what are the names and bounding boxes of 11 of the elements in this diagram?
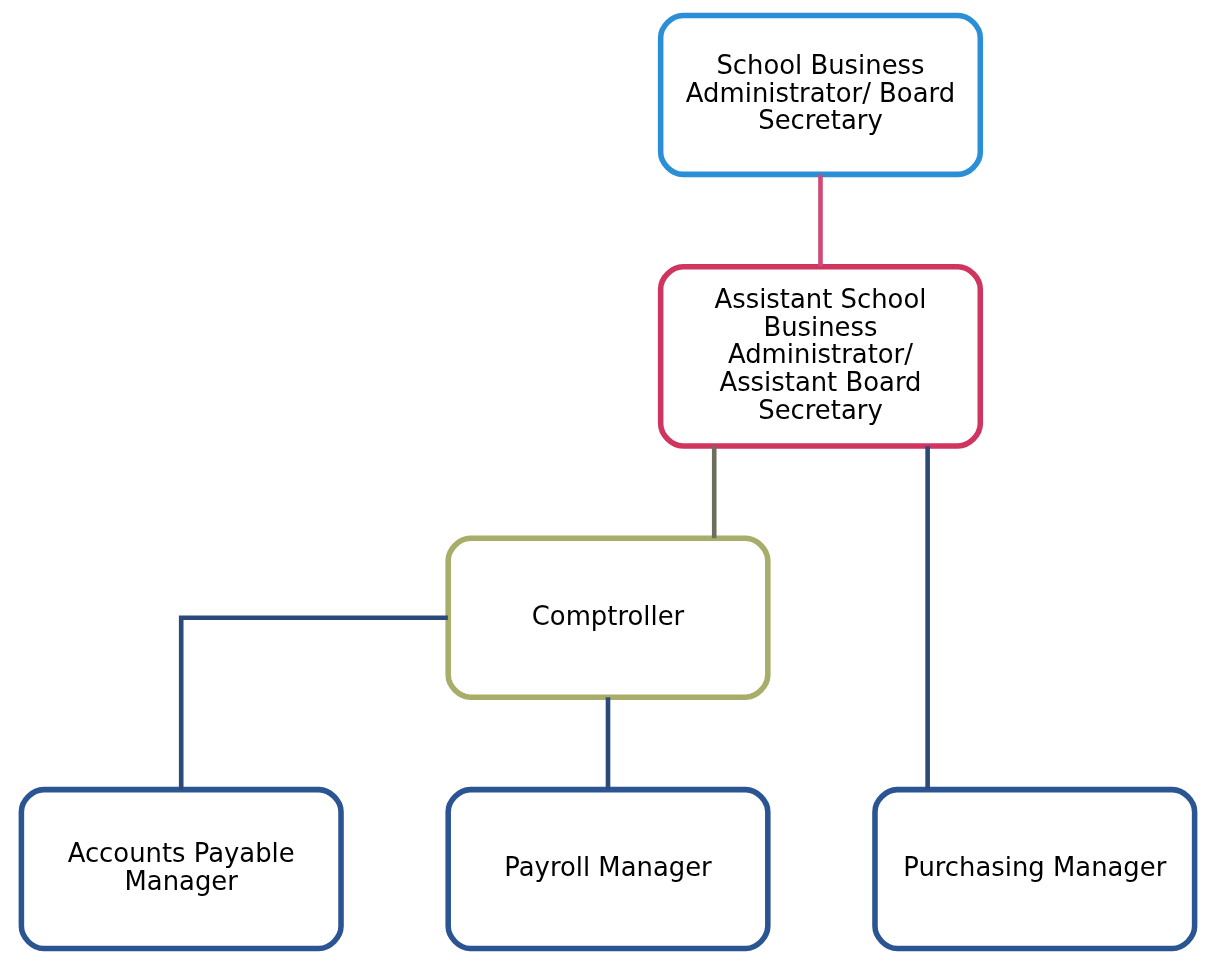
node-box: Purchasing Manager [871, 786, 1197, 952]
node-box: Accounts Payable Manager [18, 786, 344, 952]
connector [924, 446, 930, 790]
node-box: School Business Administrator/ Board Secretary [657, 12, 983, 178]
connector [817, 174, 823, 267]
node-box: Assistant School Business Administrator/ Assistant Board Secretary [657, 264, 983, 449]
connector [605, 697, 610, 790]
node-box: Payroll Manager [444, 786, 771, 952]
node-box: Comptroller [444, 535, 771, 700]
connector [178, 615, 448, 790]
connector [711, 446, 717, 539]
